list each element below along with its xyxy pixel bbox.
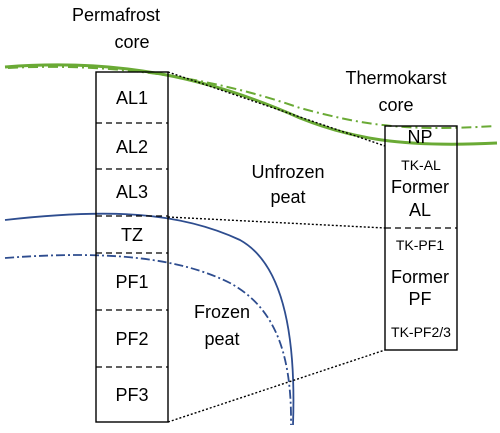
permafrost-core-title-line1: Permafrost [72, 5, 160, 25]
former-pf-label-line1: Former [391, 267, 449, 287]
correlation-line-base [167, 349, 386, 423]
layer-label-pf1: PF1 [115, 272, 148, 292]
thaw-front-dashed-line [4, 254, 292, 426]
layer-label-pf2: PF2 [115, 329, 148, 349]
former-pf-label-line2: PF [408, 289, 431, 309]
permafrost-core-column [95, 71, 169, 423]
layer-label-al1: AL1 [116, 88, 148, 108]
frozen-peat-label-line2: peat [204, 329, 239, 349]
unfrozen-peat-label-line2: peat [270, 187, 305, 207]
layer-label-tk-al: TK-AL [401, 157, 441, 173]
frozen-peat-label-line1: Frozen [194, 302, 250, 322]
layer-label-al2: AL2 [116, 137, 148, 157]
layer-label-pf3: PF3 [115, 385, 148, 405]
layer-label-np: NP [407, 127, 432, 147]
thaw-front-solid-line [4, 212, 295, 426]
ground-surface-dashed-line [7, 65, 496, 129]
former-al-label-line1: Former [391, 177, 449, 197]
thermokarst-core-title-line1: Thermokarst [345, 68, 446, 88]
former-al-label-line2: AL [409, 200, 431, 220]
ground-surface-solid-line [4, 63, 498, 146]
layer-label-tk-pf2-3: TK-PF2/3 [391, 324, 451, 340]
correlation-line-tz [167, 216, 386, 229]
thermokarst-core-column [384, 125, 458, 351]
layer-label-al3: AL3 [116, 182, 148, 202]
unfrozen-peat-label-line1: Unfrozen [251, 162, 324, 182]
thermokarst-core-title-line2: core [378, 95, 413, 115]
permafrost-core-title-line2: core [114, 32, 149, 52]
layer-label-tz: TZ [121, 225, 143, 245]
layer-label-tk-pf1: TK-PF1 [396, 237, 444, 253]
